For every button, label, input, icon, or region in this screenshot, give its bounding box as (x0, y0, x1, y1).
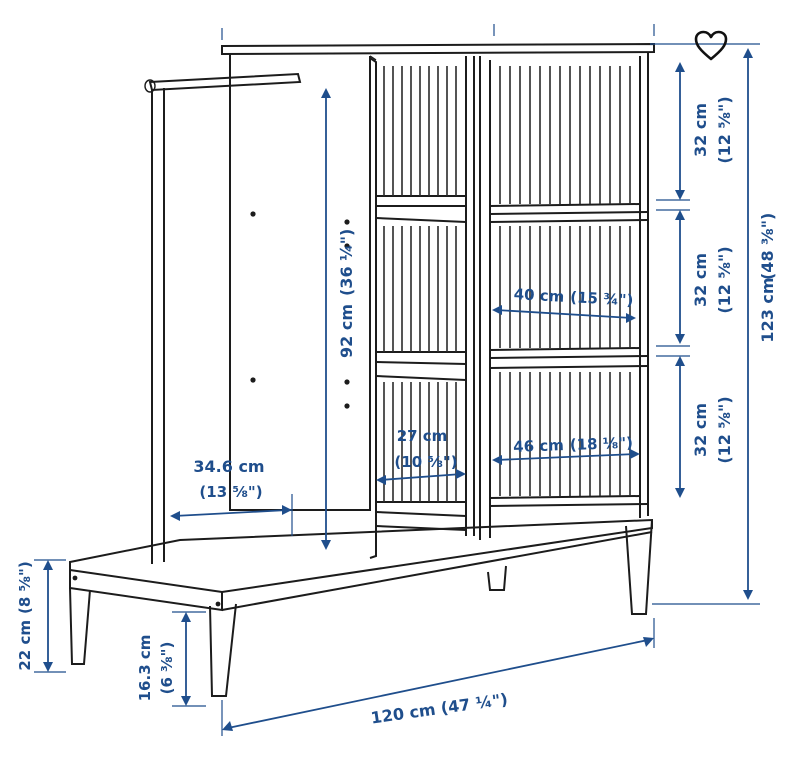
label-shelf-depth-metric: 27 cm (397, 427, 448, 445)
label-shelf-bottom-imperial: (12 ⅝") (715, 396, 734, 463)
label-open-depth-imperial: (13 ⅝") (199, 483, 262, 501)
label-shelf-mid-metric: 32 cm (691, 253, 710, 307)
label-shelf-top-imperial: (12 ⅝") (715, 96, 734, 163)
slats-right-mid (499, 226, 631, 348)
slats-left-top (383, 66, 457, 196)
label-shelf-depth-imperial: (10 ⅝") (394, 453, 457, 471)
label-shelf-width-imperial: (18 ⅛") (570, 434, 634, 454)
dimension-labels: 123 cm (48 ⅜") (48 ⅜") 32 cm (12 ⅝") 32 … (16, 96, 777, 727)
label-total-width: 120 cm (47 ¼") (370, 690, 509, 728)
label-side-height-imperial: (36 ¼") (337, 229, 356, 296)
heart-outline-icon (694, 30, 728, 61)
slats-right-top (499, 66, 631, 204)
label-shelf-width-metric: 46 cm (513, 436, 564, 456)
label-side-height-metric: 92 cm (337, 304, 356, 358)
label-inner-width-imperial: (15 ¾") (570, 288, 634, 309)
label-shelf-top-metric: 32 cm (691, 103, 710, 157)
furniture-drawing (69, 42, 655, 697)
label-leg-height-metric: 22 cm (16, 620, 34, 671)
label-open-depth-metric: 34.6 cm (193, 457, 264, 476)
slats-left-bottom (383, 382, 457, 502)
slats-right-bottom (499, 372, 631, 496)
label-height-total-metric: 123 cm (758, 277, 777, 342)
label-height-total-imperial-visible: (48 ⅜") (758, 213, 777, 280)
dimension-lines (34, 24, 760, 736)
label-clearance-imperial: (6 ⅜") (158, 642, 176, 695)
label-inner-width-metric: 40 cm (513, 285, 564, 306)
favorite-button[interactable] (694, 30, 728, 62)
slats-left-mid (383, 226, 457, 352)
label-clearance-metric: 16.3 cm (136, 635, 154, 702)
label-leg-height-imperial: (8 ⅝") (16, 561, 34, 614)
label-shelf-mid-imperial: (12 ⅝") (715, 246, 734, 313)
label-shelf-bottom-metric: 32 cm (691, 403, 710, 457)
